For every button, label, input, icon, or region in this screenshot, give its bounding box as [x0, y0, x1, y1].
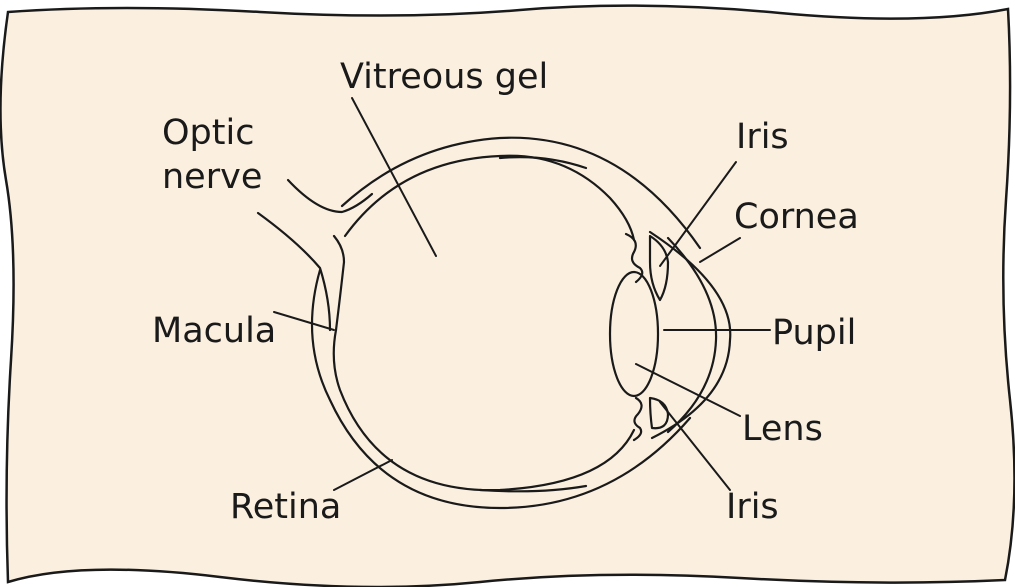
label-pupil: Pupil [772, 313, 856, 353]
label-optic-nerve-line1: Optic [162, 113, 254, 153]
label-iris-top: Iris [736, 117, 789, 157]
label-vitreous-gel: Vitreous gel [340, 57, 548, 97]
label-retina: Retina [230, 487, 341, 527]
label-macula: Macula [152, 311, 276, 351]
label-iris-bottom: Iris [726, 487, 779, 527]
label-optic-nerve-line2: nerve [162, 157, 262, 197]
label-lens: Lens [742, 409, 823, 449]
label-cornea: Cornea [734, 197, 859, 237]
